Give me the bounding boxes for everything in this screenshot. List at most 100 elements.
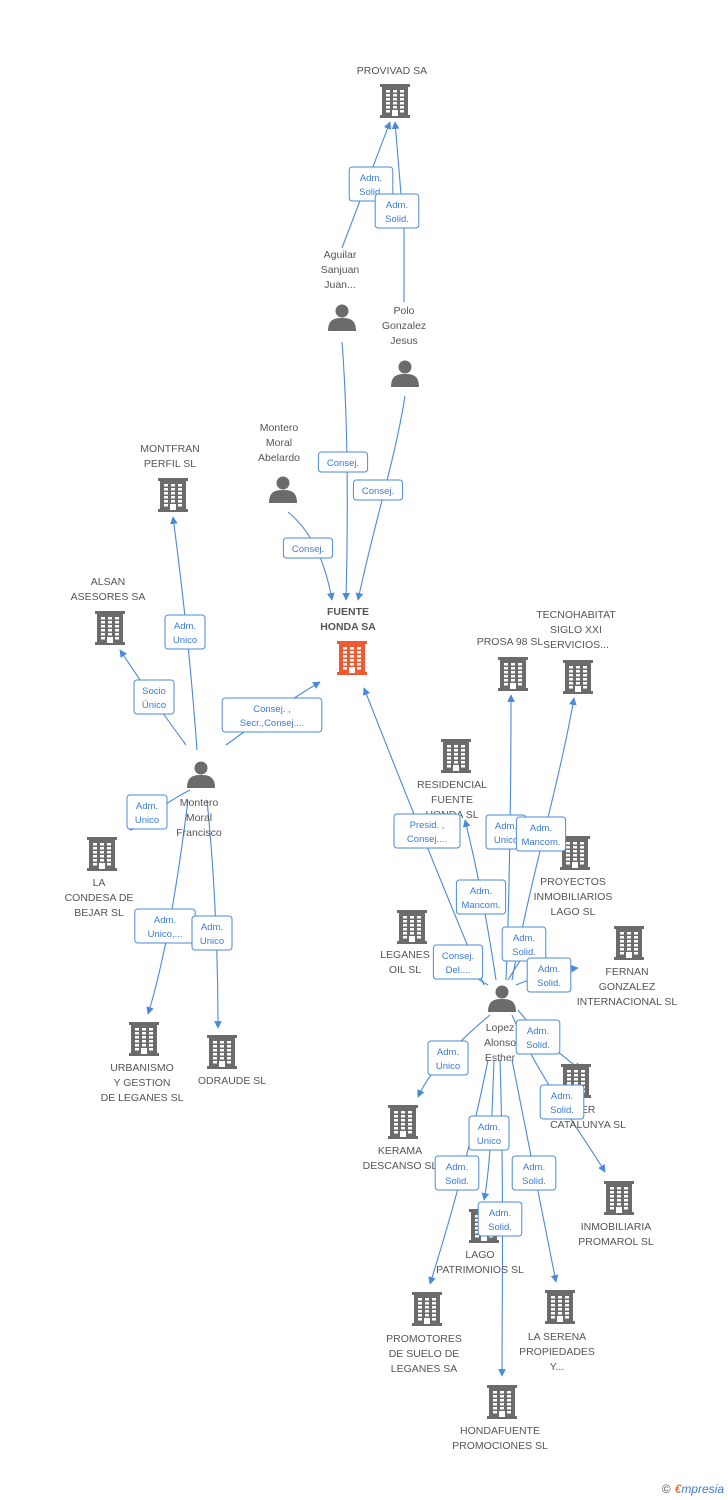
node-label: SIGLO XXI (550, 624, 602, 636)
edge-label-box (164, 614, 206, 650)
node-residencial[interactable]: RESIDENCIALFUENTEHONDA SL (417, 739, 487, 821)
edge-label-text: Solid. (550, 1105, 574, 1116)
node-label: DESCANSO SL (363, 1160, 438, 1172)
edge-label-text: Consej.... (407, 834, 447, 845)
edge-label-text: Socio (142, 686, 166, 697)
node-label: PROVIVAD SA (357, 65, 427, 77)
node-label: Lopez (486, 1022, 515, 1034)
edge-label[interactable]: Adm.Solid. (539, 1084, 585, 1120)
node-label: Moral (186, 812, 212, 824)
building-icon (380, 84, 410, 118)
node-label: LEGANES (380, 949, 430, 961)
edge-label[interactable]: Consej. ,Secr.,Consej.... (221, 697, 323, 733)
edge-label-text: Solid. (359, 187, 383, 198)
edge-label-text: Solid. (445, 1176, 469, 1187)
edge-label-text: Unico (477, 1136, 501, 1147)
node-label: Polo (393, 305, 414, 317)
edge-line (391, 121, 405, 302)
node-prosa[interactable]: PROSA 98 SL (477, 636, 544, 691)
person-icon (391, 360, 419, 387)
brand-logo-letter: € (674, 1482, 682, 1496)
edge-label[interactable]: Adm. Unico (468, 1115, 510, 1151)
edge-label[interactable]: Adm.Unico (164, 614, 206, 650)
node-label: LAGO SL (551, 906, 596, 918)
node-label: PROMOCIONES SL (452, 1440, 548, 1452)
edge-label[interactable]: Adm.Mancom. (455, 879, 507, 915)
edge-label[interactable]: Adm.Unico (126, 794, 168, 830)
node-leganes_oil[interactable]: LEGANES OIL SL (380, 910, 430, 976)
edge-label[interactable]: Adm.Solid. (511, 1155, 557, 1191)
node-label: RESIDENCIAL (417, 779, 487, 791)
edge-label-box (511, 1155, 557, 1191)
node-label: PROMAROL SL (578, 1236, 654, 1248)
edge-label[interactable]: Adm.Solid. (515, 1019, 561, 1055)
building-icon (604, 1181, 634, 1215)
node-label: Sanjuan (321, 264, 360, 276)
edge-label[interactable]: Adm. Solid. (434, 1155, 480, 1191)
edge-label[interactable]: Adm.Solid. (501, 926, 547, 962)
node-label: DE SUELO DE (389, 1348, 460, 1360)
edge-label-text: Adm. (527, 1026, 549, 1037)
edge-label[interactable]: Presid. ,Consej.... (393, 813, 461, 849)
edge-label-text: Adm. (489, 1208, 511, 1219)
edge-label[interactable]: Consej. (317, 451, 369, 473)
edge-label-box (432, 944, 484, 980)
node-provivad[interactable]: PROVIVAD SA (357, 65, 427, 118)
edge-label-box (427, 1040, 469, 1076)
edge-label[interactable]: Adm.Unico,... (134, 908, 196, 944)
edge-label[interactable]: Adm.Unico (191, 915, 233, 951)
node-label: PROYECTOS (540, 876, 606, 888)
edge-label-text: Solid. (537, 978, 561, 989)
node-aguilar[interactable]: AguilarSanjuanJuan... (321, 249, 360, 331)
edge-label-text: Adm. (446, 1162, 468, 1173)
edge-label[interactable]: Consej.Del.... (432, 944, 484, 980)
building-icon (545, 1290, 575, 1324)
edge-label[interactable]: Adm.Unico (427, 1040, 469, 1076)
node-label: PROMOTORES (386, 1333, 462, 1345)
edge-label[interactable]: Adm.Solid. (348, 166, 394, 202)
node-label: Montero (260, 422, 299, 434)
node-label: SERVICIOS... (543, 639, 609, 651)
edge-label-text: Adm. (478, 1122, 500, 1133)
edge-label[interactable]: Adm.Solid. (526, 957, 572, 993)
edge-label[interactable]: Adm.Mancom. (515, 816, 567, 852)
edge-labels-layer: Adm.Solid.Adm.Solid.Consej.Consej.Consej… (126, 166, 585, 1237)
edge-label-text: Adm. (437, 1047, 459, 1058)
edge-label[interactable]: Consej. (282, 537, 334, 559)
node-serena[interactable]: LA SERENAPROPIEDADESY... (519, 1290, 595, 1373)
edge-label[interactable]: Adm.Solid. (374, 193, 420, 229)
edge-label-box (348, 166, 394, 202)
node-label: FERNAN (605, 966, 648, 978)
edge-label[interactable]: Adm.Solid. (477, 1201, 523, 1237)
node-label: OIL SL (389, 964, 421, 976)
node-label: LAGO (465, 1249, 494, 1261)
building-icon (397, 910, 427, 944)
node-label: PROPIEDADES (519, 1346, 595, 1358)
node-label: Y... (550, 1361, 564, 1373)
edge-label[interactable]: Consej. (352, 479, 404, 501)
edge-label-text: Unico,... (148, 929, 183, 940)
node-odraude[interactable]: ODRAUDE SL (198, 1035, 266, 1087)
person-icon (328, 304, 356, 331)
edge-label-text: Adm. (495, 821, 517, 832)
edge-label-text: Adm. (386, 200, 408, 211)
edge-label-text: Adm. (530, 823, 552, 834)
edge-label-text: Secr.,Consej.... (240, 718, 304, 729)
